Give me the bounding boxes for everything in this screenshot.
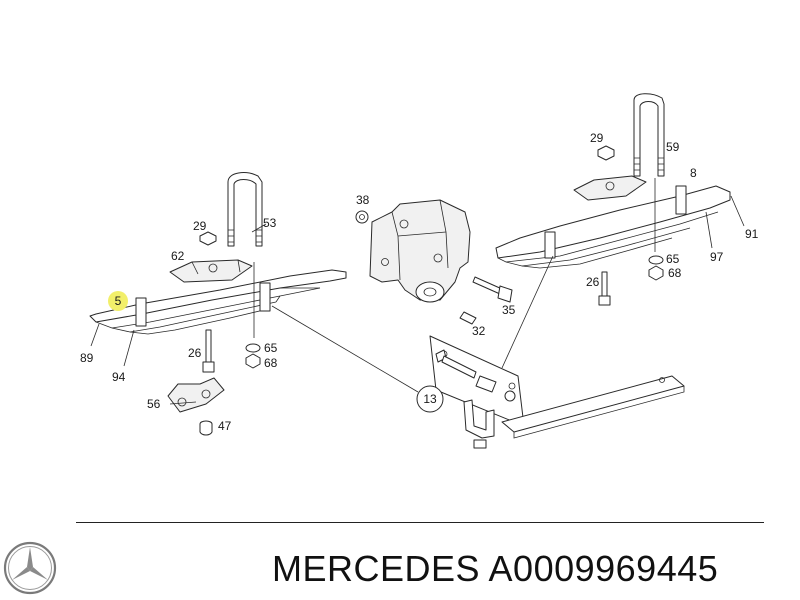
callout-89[interactable]: 89 bbox=[80, 351, 94, 365]
callout-26-right[interactable]: 26 bbox=[586, 275, 600, 289]
spring-pad-right bbox=[573, 175, 647, 201]
callout-65-right[interactable]: 65 bbox=[666, 252, 680, 266]
part-number-caption: MERCEDES A0009969445 bbox=[272, 548, 719, 589]
spring-clamp-right bbox=[544, 185, 687, 259]
callout-47[interactable]: 47 bbox=[218, 419, 232, 433]
spring-clamp-left bbox=[135, 282, 271, 327]
callout-38[interactable]: 38 bbox=[356, 193, 370, 207]
callout-13-label: 13 bbox=[423, 392, 437, 406]
nut-68-right-icon bbox=[648, 265, 664, 281]
spring-seat-56 bbox=[167, 377, 225, 413]
callout-5[interactable]: 5 bbox=[108, 291, 128, 311]
washer-65-right-icon bbox=[648, 255, 664, 265]
callout-53[interactable]: 53 bbox=[263, 216, 277, 230]
leader-lines bbox=[90, 178, 745, 405]
callout-68-right[interactable]: 68 bbox=[668, 266, 682, 280]
bolt-13-icon bbox=[435, 349, 516, 402]
u-bolt-right bbox=[633, 93, 665, 177]
nut-29-left-icon bbox=[199, 231, 217, 246]
u-bolt-left bbox=[227, 172, 263, 247]
callout-8[interactable]: 8 bbox=[690, 166, 697, 180]
callout-62[interactable]: 62 bbox=[171, 249, 185, 263]
mercedes-star-icon bbox=[3, 541, 57, 595]
leaf-spring-right bbox=[495, 185, 731, 269]
bolt-35-icon bbox=[472, 276, 513, 303]
washer-65-left-icon bbox=[245, 343, 261, 353]
callout-91[interactable]: 91 bbox=[745, 227, 759, 241]
spring-pad-62 bbox=[169, 259, 253, 283]
callout-29-right[interactable]: 29 bbox=[590, 131, 604, 145]
caption-divider bbox=[76, 522, 764, 523]
callout-68-left[interactable]: 68 bbox=[264, 356, 278, 370]
callout-26-left[interactable]: 26 bbox=[188, 346, 202, 360]
callout-97[interactable]: 97 bbox=[710, 250, 724, 264]
callout-56[interactable]: 56 bbox=[147, 397, 161, 411]
nut-29-right-icon bbox=[597, 145, 615, 161]
spacer-bar bbox=[501, 375, 685, 439]
callout-65-left[interactable]: 65 bbox=[264, 341, 278, 355]
callout-5-label: 5 bbox=[115, 294, 122, 308]
nut-68-left-icon bbox=[245, 353, 261, 369]
callout-94[interactable]: 94 bbox=[112, 370, 126, 384]
leaf-spring-left bbox=[89, 269, 347, 335]
pin-32-icon bbox=[459, 311, 477, 325]
callout-59[interactable]: 59 bbox=[666, 140, 680, 154]
callout-29-left[interactable]: 29 bbox=[193, 219, 207, 233]
callout-32[interactable]: 32 bbox=[472, 324, 486, 338]
angle-bracket bbox=[463, 399, 495, 449]
bolt-26-right-icon bbox=[598, 271, 611, 306]
mounting-plate bbox=[429, 335, 525, 427]
nut-38-icon bbox=[355, 210, 369, 224]
frame-bracket bbox=[369, 199, 471, 303]
bolt-26-left-icon bbox=[202, 329, 215, 373]
callout-13[interactable]: 13 bbox=[416, 385, 444, 413]
bushing-47-icon bbox=[199, 420, 213, 436]
callout-35[interactable]: 35 bbox=[502, 303, 516, 317]
